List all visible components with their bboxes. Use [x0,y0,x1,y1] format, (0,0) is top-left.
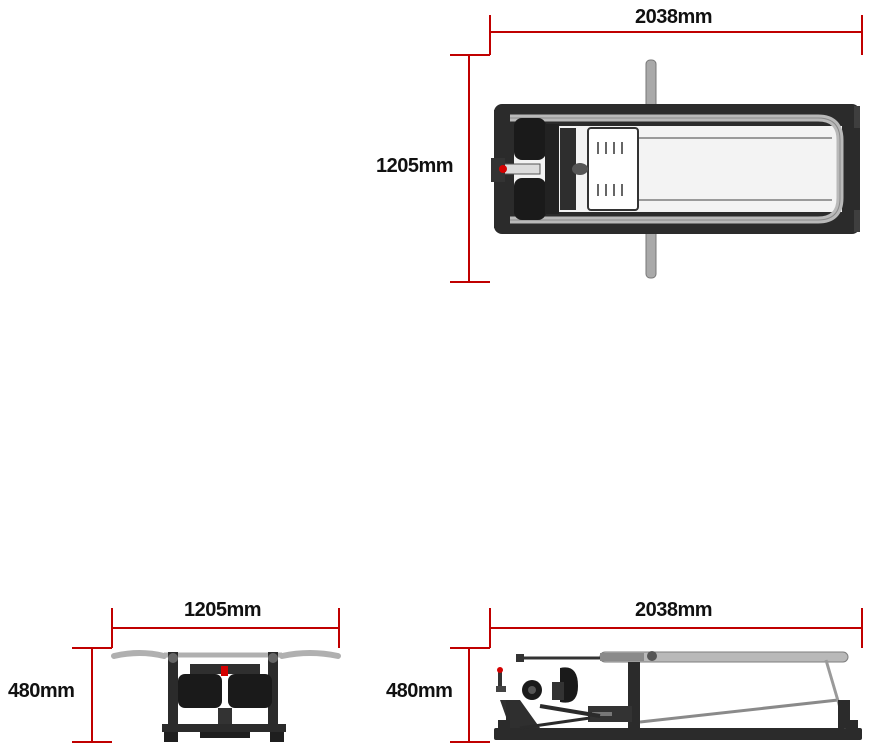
front-view-width-label: 1205mm [184,599,262,621]
top-view-machine [491,59,860,279]
top-view-width-label: 2038mm [635,6,713,28]
front-view-height-label: 480mm [8,680,75,702]
side-view-machine [494,651,862,740]
dimension-lines [72,15,863,743]
side-view-length-label: 2038mm [635,599,713,621]
side-view-height-label: 480mm [386,680,453,702]
top-view-depth-label: 1205mm [376,155,454,177]
front-view-machine [111,650,341,742]
